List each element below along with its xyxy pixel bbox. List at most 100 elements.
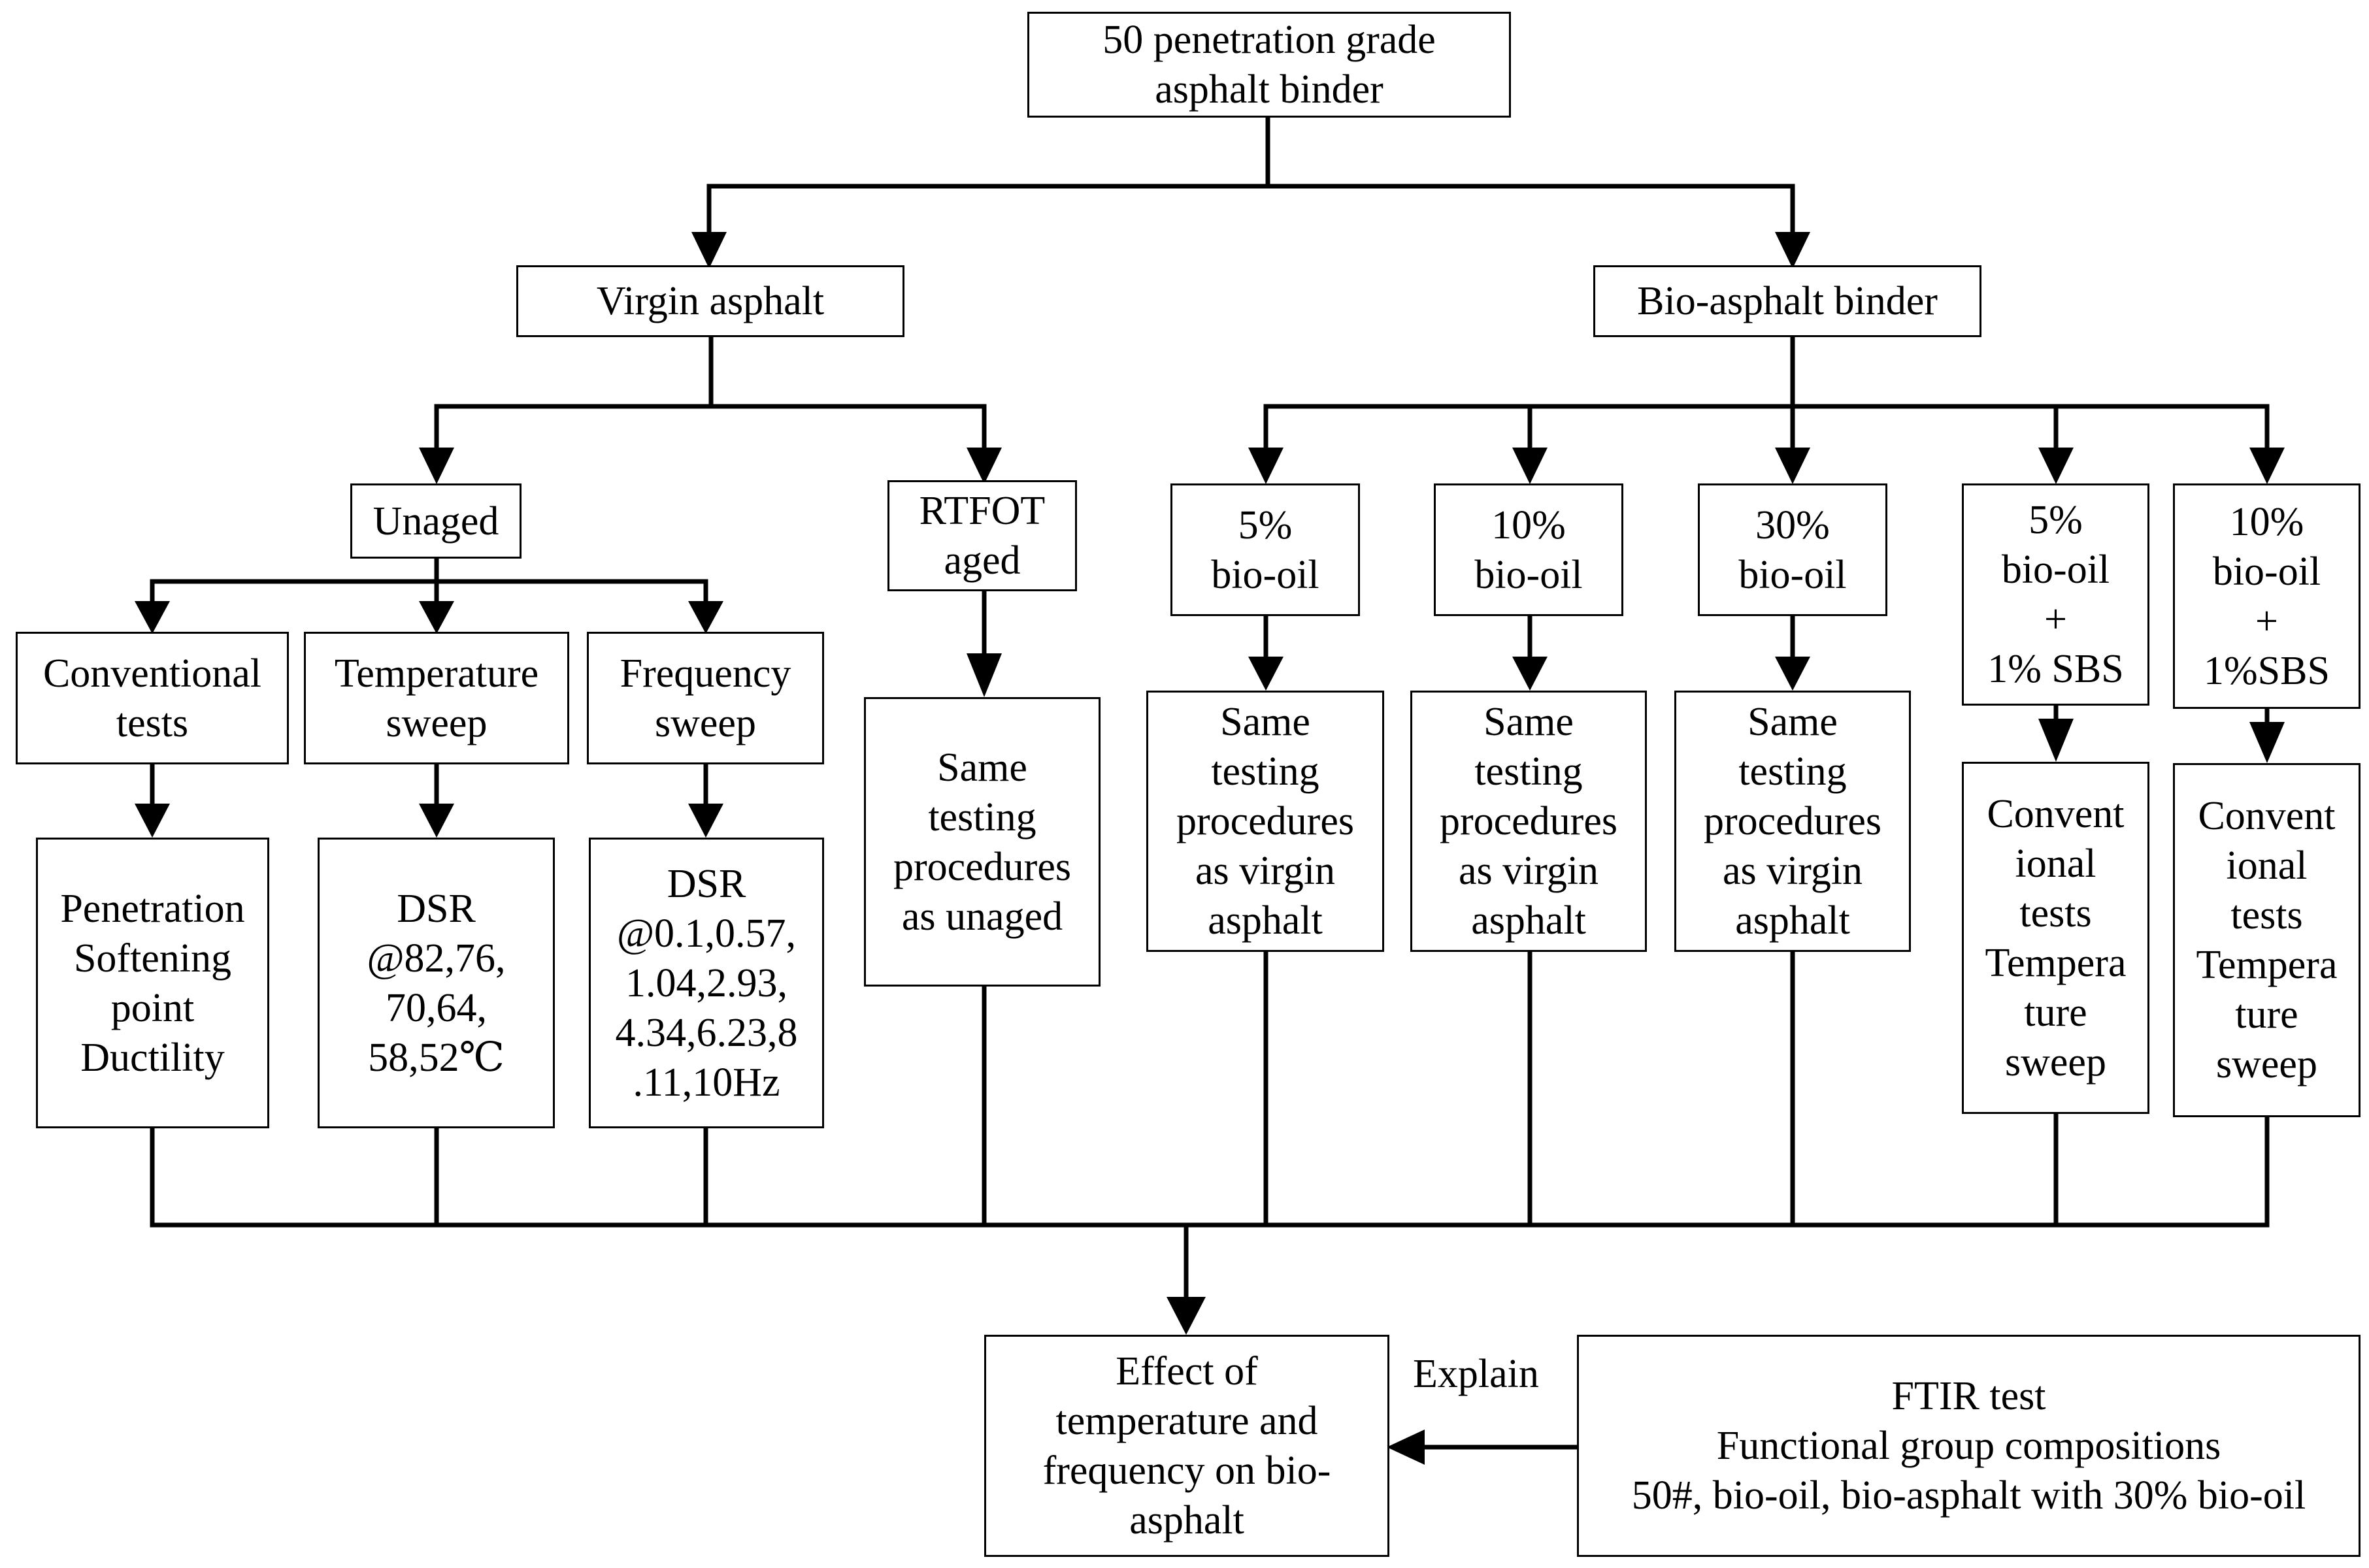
bio10-detail-line: as virgin [1458, 849, 1599, 893]
bio-asphalt-binder-box: Bio-asphalt binder [1593, 265, 1981, 337]
bio5-detail-line: asphalt [1208, 898, 1323, 943]
bio-oil-30-line: 30% [1755, 502, 1830, 547]
bio10-detail-line: procedures [1440, 799, 1617, 843]
temperature-detail-line: DSR [397, 886, 476, 931]
bio30-detail-line: Same [1748, 700, 1838, 744]
frequency-detail-line: .11,10Hz [633, 1060, 780, 1105]
bio5-sbs-detail-line: ture [2024, 990, 2087, 1035]
rtfot-detail-line: testing [928, 794, 1036, 840]
temperature-detail-line: @82,76, [367, 936, 506, 981]
unaged-label: Unaged [373, 498, 499, 544]
frequency-detail-line: DSR [667, 861, 746, 906]
bio-oil-5-sbs-line: + [2044, 597, 2067, 642]
bio5-detail-line: testing [1211, 749, 1319, 794]
root-node-line: 50 penetration grade [1102, 18, 1436, 62]
bio-oil-30-line: bio-oil [1738, 552, 1847, 597]
effect-box: Effect of temperature and frequency on bio… [984, 1335, 1389, 1557]
bio5-sbs-detail-line: Convent [1987, 791, 2125, 836]
bio10-detail-line: testing [1474, 749, 1583, 794]
frequency-sweep-line: sweep [655, 700, 756, 745]
bio-oil-5-sbs-box: 5% bio-oil +1% SBS [1962, 483, 2149, 706]
effect-line: temperature and [1055, 1399, 1318, 1443]
bio-oil-10-line: bio-oil [1474, 552, 1583, 597]
conventional-detail-line: Softening [73, 936, 232, 981]
bio-oil-10-box: 10% bio-oil [1434, 483, 1623, 616]
bio-oil-5-line: bio-oil [1211, 552, 1319, 597]
bio-oil-10-sbs-line: 10% [2229, 499, 2304, 544]
virgin-asphalt-label: Virgin asphalt [596, 279, 825, 323]
bio10-detail-box: Same testing procedures as virgin asphalt [1410, 691, 1647, 952]
temperature-detail-box: DSR@82,76,70,64,58,52℃ [318, 838, 555, 1128]
root-node-line: asphalt binder [1155, 67, 1383, 112]
bio5-sbs-detail-line: ional [2015, 841, 2096, 886]
bio30-detail-line: testing [1738, 749, 1847, 794]
rtfot-detail-line: as unaged [901, 894, 1063, 939]
conventional-detail-line: Ductility [80, 1035, 225, 1080]
conventional-detail-line: point [110, 985, 195, 1030]
ftir-line: Functional group compositions [1716, 1424, 2221, 1468]
temperature-sweep-line: Temperature [334, 651, 539, 696]
effect-line: asphalt [1129, 1498, 1244, 1543]
bio10-sbs-detail-line: ional [2226, 843, 2308, 888]
bio10-sbs-detail-line: ture [2235, 992, 2298, 1037]
bio10-sbs-detail-line: Tempera [2196, 943, 2338, 987]
temperature-detail-line: 58,52℃ [368, 1035, 505, 1080]
bio10-sbs-detail-line: tests [2230, 893, 2303, 938]
bio-oil-30-box: 30% bio-oil [1698, 483, 1887, 616]
bio-oil-5-box: 5% bio-oil [1170, 483, 1360, 616]
bio-oil-5-sbs-line: 5% [2029, 498, 2083, 542]
bio5-sbs-detail-line: tests [2019, 890, 2092, 936]
frequency-detail-line: 1.04,2.93, [625, 960, 787, 1005]
bio10-detail-line: Same [1483, 700, 1574, 744]
bio-oil-5-sbs-line: bio-oil [2001, 547, 2110, 592]
bio-oil-10-sbs-box: 10%bio-oil+1%SBS [2173, 483, 2361, 709]
conventional-tests-line: tests [116, 700, 189, 745]
conventional-detail-line: Penetration [60, 886, 245, 931]
bio10-sbs-detail-line: Convent [2198, 794, 2336, 838]
bio-oil-10-sbs-line: 1%SBS [2204, 648, 2330, 693]
frequency-detail-line: @0.1,0.57, [616, 911, 797, 956]
bio5-detail-line: Same [1220, 700, 1310, 744]
bio-oil-10-sbs-line: + [2255, 598, 2278, 644]
root-node-box: 50 penetration grade asphalt binder [1027, 12, 1511, 118]
effect-line: Effect of [1116, 1349, 1258, 1394]
rtfot-aged-line: RTFOT [919, 489, 1046, 533]
bio30-detail-box: Same testing procedures as virgin asphalt [1674, 691, 1911, 952]
bio5-detail-line: as virgin [1195, 849, 1336, 893]
rtfot-detail-line: Same [937, 745, 1027, 790]
conventional-tests-line: Conventional [42, 651, 262, 696]
bio-oil-5-line: 5% [1238, 502, 1293, 547]
rtfot-aged-line: aged [944, 538, 1021, 583]
virgin-asphalt-box: Virgin asphalt [516, 265, 904, 337]
rtfot-aged-box: RTFOT aged [887, 480, 1077, 591]
frequency-sweep-line: Frequency [620, 651, 791, 696]
bio-oil-10-line: 10% [1491, 502, 1566, 547]
bio5-sbs-detail-line: sweep [2005, 1039, 2106, 1085]
bio5-sbs-detail-line: Tempera [1985, 940, 2127, 985]
unaged-box: Unaged [350, 483, 522, 559]
frequency-detail-box: DSR @0.1,0.57,1.04,2.93, 4.34,6.23,8 .11,10… [589, 838, 824, 1128]
ftir-line: FTIR test [1891, 1374, 2046, 1418]
rtfot-detail-line: procedures [893, 844, 1071, 889]
frequency-detail-line: 4.34,6.23,8 [615, 1010, 798, 1055]
temperature-sweep-line: sweep [386, 700, 488, 745]
bio-asphalt-binder-label: Bio-asphalt binder [1637, 279, 1938, 323]
bio-oil-5-sbs-line: 1% SBS [1987, 647, 2124, 691]
bio30-detail-line: procedures [1704, 799, 1881, 843]
ftir-line: 50#, bio-oil, bio-asphalt with 30% bio-o… [1631, 1473, 2306, 1518]
bio10-detail-line: asphalt [1471, 898, 1586, 943]
explain-label: Explain [1413, 1352, 1539, 1396]
bio10-sbs-detail-line: sweep [2216, 1042, 2317, 1086]
effect-line: frequency on bio- [1042, 1448, 1331, 1493]
bio30-detail-line: asphalt [1735, 898, 1850, 943]
bio30-detail-line: as virgin [1722, 849, 1863, 893]
